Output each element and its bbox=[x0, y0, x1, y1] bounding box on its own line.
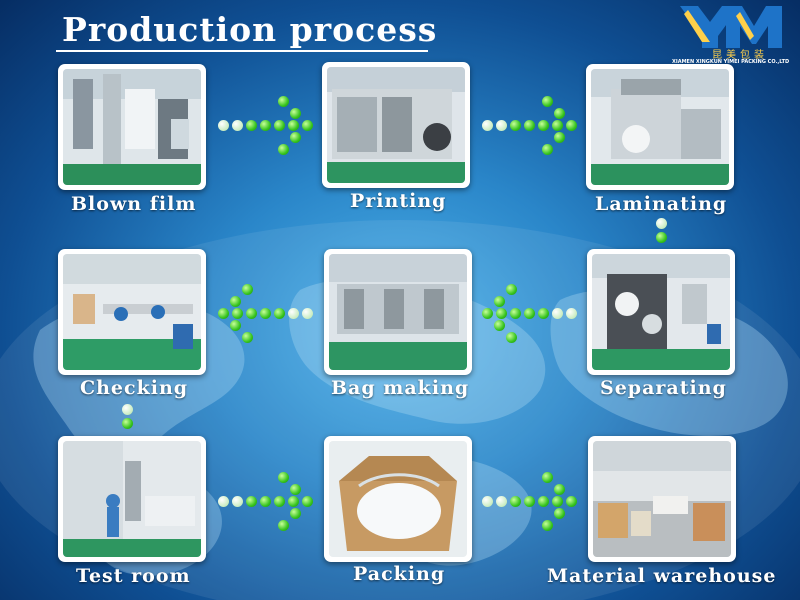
arrow-separating-to-bag-making-icon bbox=[482, 284, 582, 344]
checking-photo bbox=[63, 254, 201, 370]
logo-chinese-text: 昆美包装 bbox=[712, 50, 768, 61]
step-packing bbox=[324, 436, 472, 562]
blown-film-photo bbox=[63, 69, 201, 185]
step-test-room bbox=[58, 436, 206, 562]
title-underline bbox=[56, 50, 428, 52]
separating-photo bbox=[592, 254, 730, 370]
arrow-blown-to-printing-icon bbox=[218, 96, 318, 156]
material-warehouse-photo bbox=[593, 441, 731, 557]
step-label-laminating: Laminating bbox=[595, 193, 728, 215]
step-label-material-warehouse: Material warehouse bbox=[547, 565, 777, 587]
page-title: Production process bbox=[62, 10, 438, 49]
step-checking bbox=[58, 249, 206, 375]
packing-photo bbox=[329, 441, 467, 557]
step-label-separating: Separating bbox=[600, 377, 727, 399]
step-separating bbox=[587, 249, 735, 375]
arrow-printing-to-laminating-icon bbox=[482, 96, 582, 156]
arrow-bag-making-to-checking-icon bbox=[218, 284, 318, 344]
step-label-printing: Printing bbox=[350, 190, 447, 212]
step-blown-film bbox=[58, 64, 206, 190]
company-logo: 昆美包装 XIAMEN XINGKUN YIMEI PACKING CO.,LT… bbox=[672, 6, 796, 66]
laminating-photo bbox=[591, 69, 729, 185]
arrow-test-room-to-packing-icon bbox=[218, 472, 318, 532]
step-laminating bbox=[586, 64, 734, 190]
step-label-test-room: Test room bbox=[76, 565, 191, 587]
step-label-checking: Checking bbox=[80, 377, 189, 399]
step-material-warehouse bbox=[588, 436, 736, 562]
printing-photo bbox=[327, 67, 465, 183]
arrow-laminating-to-separating-icon bbox=[656, 216, 670, 246]
step-label-blown-film: Blown film bbox=[71, 193, 197, 215]
step-printing bbox=[322, 62, 470, 188]
step-label-packing: Packing bbox=[353, 563, 446, 585]
test-room-photo bbox=[63, 441, 201, 557]
logo-mark-icon bbox=[680, 6, 782, 48]
arrow-packing-to-warehouse-icon bbox=[482, 472, 582, 532]
step-label-bag-making: Bag making bbox=[331, 377, 470, 399]
arrow-checking-to-test-room-icon bbox=[122, 402, 136, 432]
logo-english-text: XIAMEN XINGKUN YIMEI PACKING CO.,LTD bbox=[672, 59, 790, 65]
bag-making-photo bbox=[329, 254, 467, 370]
step-bag-making bbox=[324, 249, 472, 375]
